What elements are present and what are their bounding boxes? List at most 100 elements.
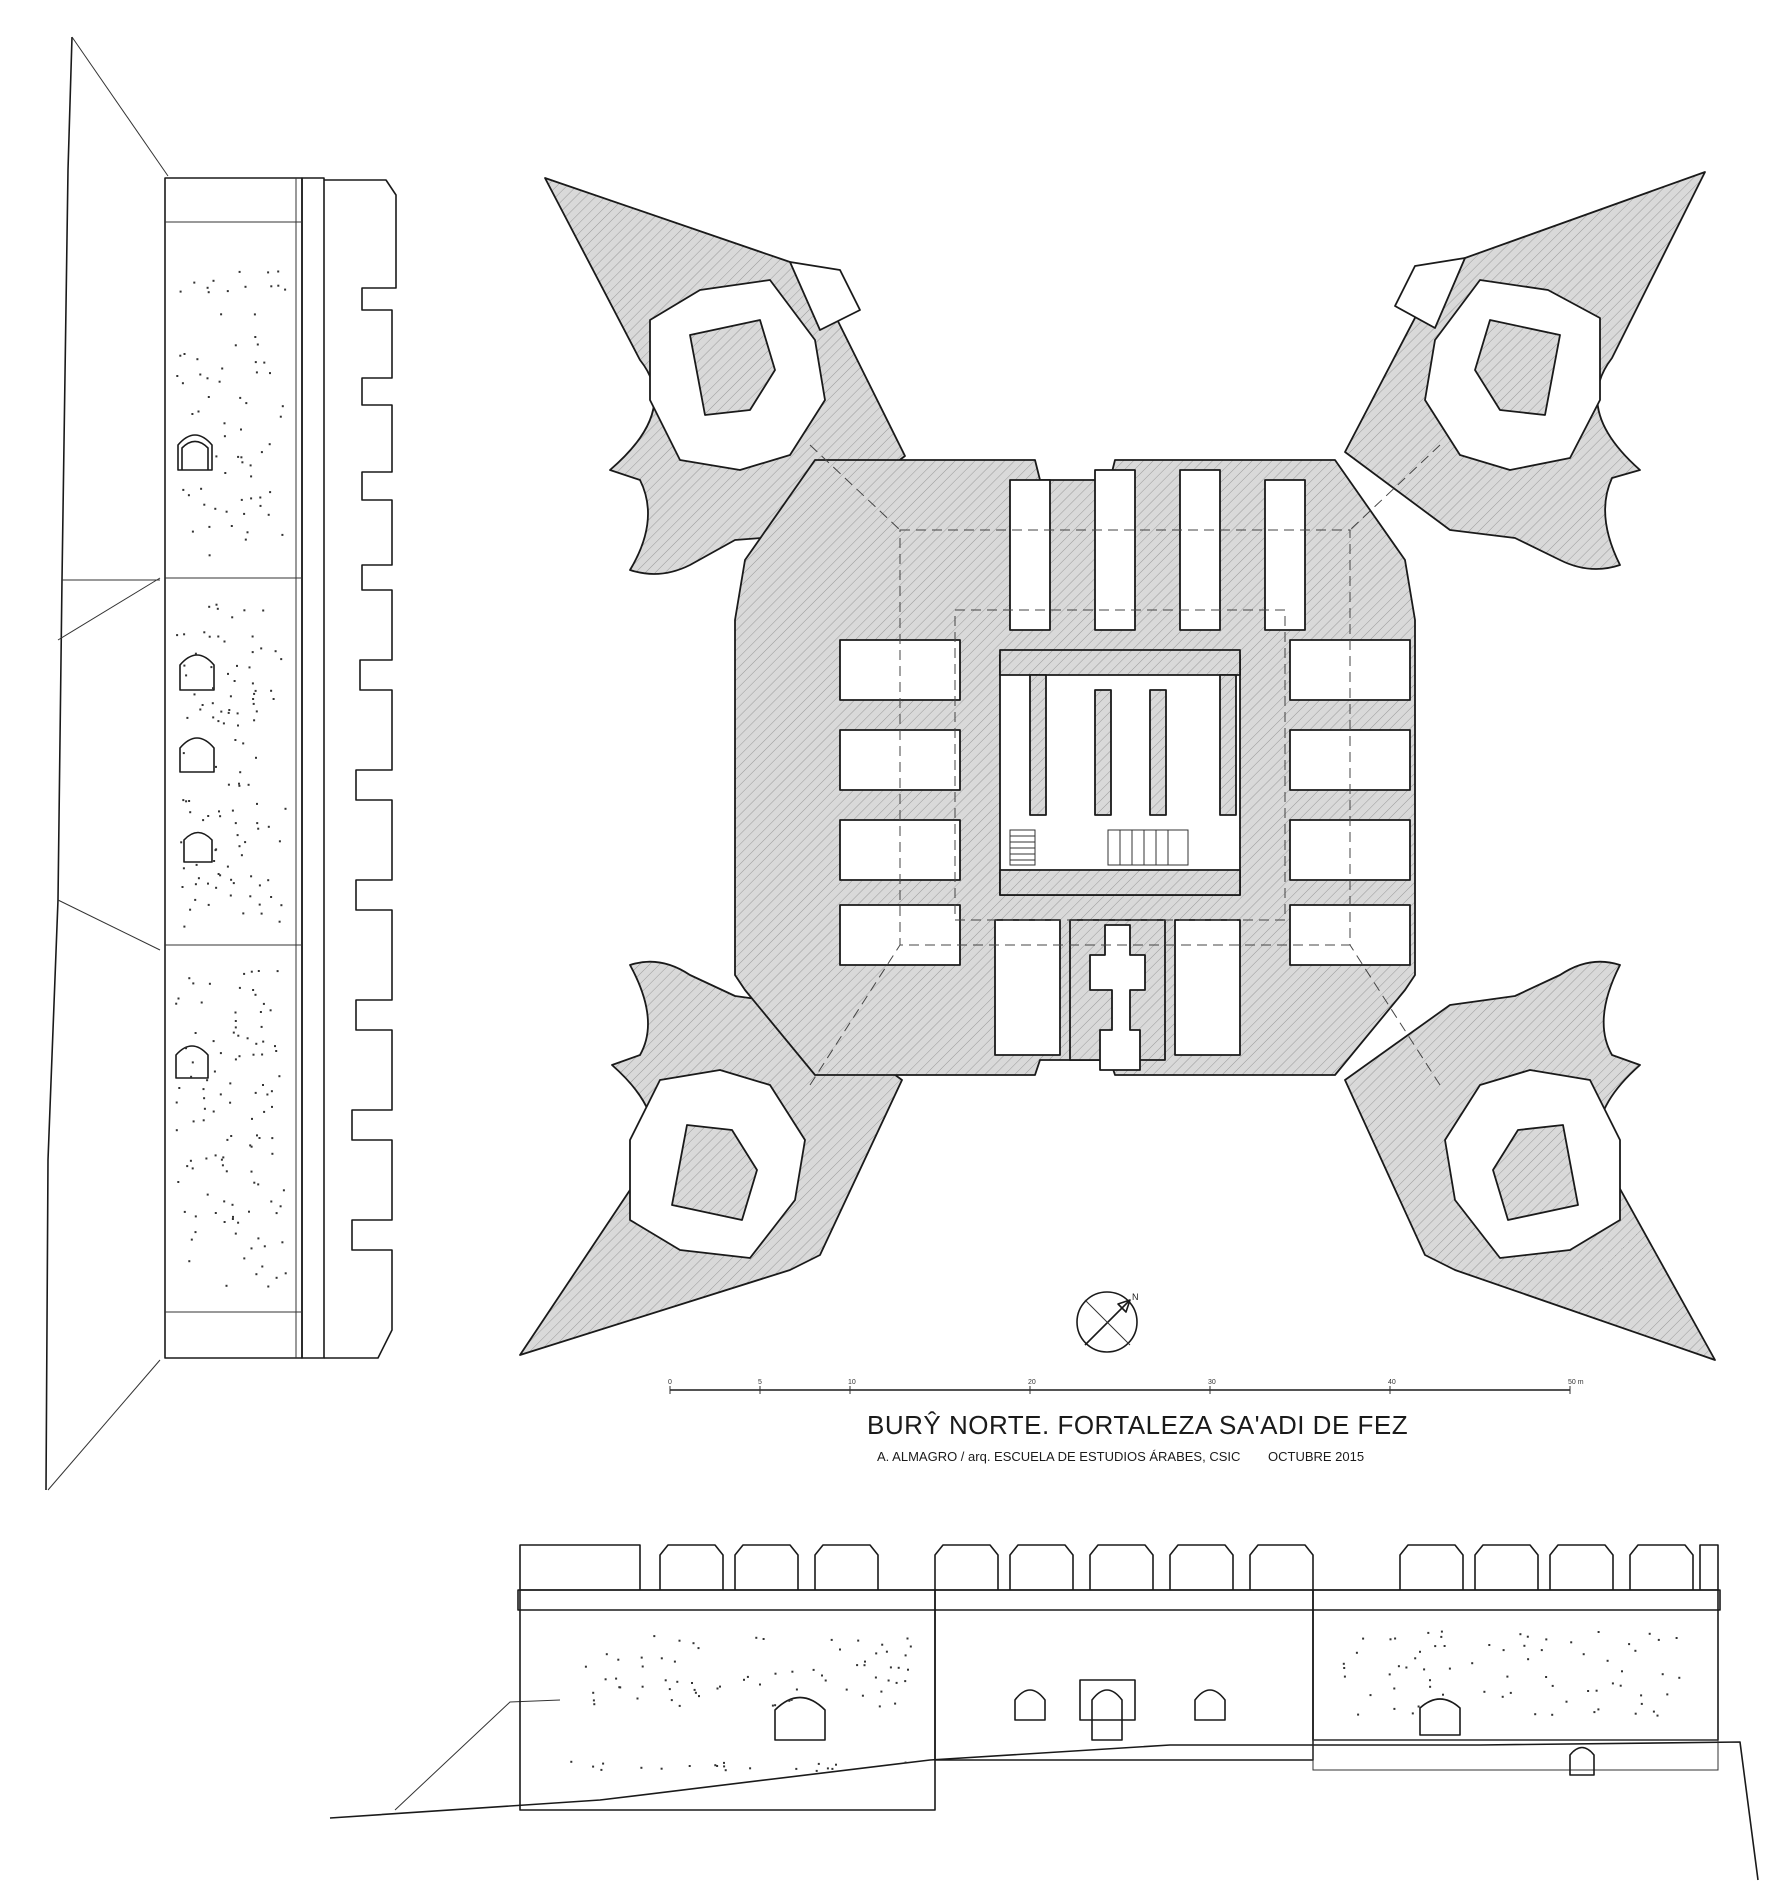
drawing-author: A. ALMAGRO / arq. ESCUELA DE ESTUDIOS ÁR…	[877, 1449, 1241, 1464]
putlog-hole	[1545, 1638, 1548, 1641]
putlog-hole	[267, 879, 270, 882]
merlon	[1629, 1544, 1694, 1590]
putlog-hole	[250, 875, 253, 878]
merlon	[1089, 1544, 1154, 1590]
putlog-hole	[1652, 1710, 1655, 1713]
front-elevation	[329, 1544, 1759, 1881]
putlog-hole	[278, 920, 281, 923]
putlog-hole	[250, 497, 253, 500]
putlog-hole	[1606, 1659, 1609, 1662]
putlog-hole	[250, 970, 253, 973]
stairs	[1009, 829, 1189, 866]
putlog-hole	[249, 1144, 252, 1147]
putlog-hole	[225, 510, 228, 513]
putlog-hole	[1509, 1691, 1512, 1694]
putlog-hole	[193, 281, 196, 284]
putlog-hole	[826, 1767, 829, 1770]
putlog-hole	[1570, 1641, 1573, 1644]
putlog-hole	[771, 1704, 774, 1707]
putlog-hole	[224, 472, 227, 474]
putlog-hole	[263, 361, 266, 364]
putlog-hole	[861, 1694, 864, 1697]
putlog-hole	[234, 1058, 237, 1061]
putlog-hole	[267, 825, 270, 828]
putlog-hole	[232, 1031, 235, 1034]
putlog-hole	[223, 1221, 226, 1223]
putlog-hole	[1471, 1662, 1474, 1665]
putlog-hole	[212, 687, 214, 690]
putlog-hole	[279, 1205, 282, 1208]
merlon	[1009, 1544, 1074, 1590]
putlog-hole	[255, 371, 258, 374]
drawing-date: OCTUBRE 2015	[1268, 1449, 1365, 1464]
putlog-hole	[270, 1200, 273, 1203]
putlog-hole	[238, 270, 241, 273]
putlog-hole	[1551, 1684, 1554, 1687]
scale-label: 20	[1028, 1379, 1036, 1386]
putlog-hole	[280, 658, 283, 661]
putlog-hole	[258, 884, 261, 887]
putlog-hole	[274, 1045, 276, 1048]
putlog-hole	[227, 711, 230, 714]
putlog-hole	[220, 1158, 223, 1161]
putlog-hole	[714, 1764, 717, 1767]
putlog-hole	[186, 1165, 189, 1168]
putlog-hole	[660, 1657, 663, 1660]
putlog-hole	[755, 1636, 758, 1639]
putlog-hole	[237, 724, 239, 727]
putlog-hole	[190, 1238, 193, 1241]
putlog-hole	[238, 986, 241, 989]
putlog-hole	[1355, 1651, 1358, 1654]
putlog-hole	[183, 664, 186, 667]
putlog-hole	[231, 616, 234, 619]
putlog-hole	[250, 1170, 253, 1173]
putlog-hole	[270, 285, 273, 288]
putlog-hole	[1434, 1645, 1437, 1648]
putlog-hole	[226, 1138, 229, 1141]
putlog-hole	[274, 650, 277, 653]
putlog-hole	[191, 1061, 194, 1064]
putlog-hole	[282, 1189, 285, 1192]
putlog-hole	[592, 1691, 595, 1694]
putlog-hole	[762, 1638, 765, 1640]
putlog-hole	[270, 896, 273, 898]
putlog-hole	[234, 1011, 237, 1014]
putlog-hole	[213, 1070, 216, 1073]
putlog-hole	[897, 1666, 900, 1669]
putlog-hole	[257, 970, 260, 972]
putlog-hole	[203, 503, 206, 506]
putlog-hole	[256, 822, 259, 825]
side-arch-openings	[175, 434, 215, 1079]
putlog-hole	[795, 1767, 798, 1770]
putlog-hole	[1405, 1666, 1408, 1669]
putlog-hole	[615, 1677, 618, 1680]
putlog-hole	[261, 1053, 264, 1056]
putlog-hole	[206, 377, 209, 380]
putlog-hole	[244, 285, 247, 288]
putlog-hole	[219, 1093, 222, 1096]
putlog-hole	[253, 692, 256, 695]
putlog-hole	[255, 1042, 258, 1045]
putlog-hole	[208, 525, 211, 528]
putlog-hole	[1628, 1643, 1631, 1646]
putlog-hole	[1411, 1712, 1414, 1715]
front-merlons	[519, 1544, 1719, 1590]
putlog-hole	[238, 845, 241, 848]
putlog-hole	[231, 1218, 234, 1220]
putlog-hole	[262, 609, 265, 612]
putlog-hole	[276, 970, 279, 973]
scale-label: 0	[668, 1379, 672, 1386]
putlog-hole	[697, 1647, 700, 1650]
putlog-hole	[691, 1682, 693, 1684]
merlon	[734, 1544, 799, 1590]
putlog-hole	[1551, 1713, 1554, 1716]
putlog-hole	[240, 428, 242, 431]
putlog-hole	[831, 1767, 834, 1770]
putlog-hole	[242, 742, 245, 745]
putlog-hole	[182, 799, 185, 802]
putlog-hole	[227, 783, 230, 786]
putlog-hole	[232, 1215, 234, 1218]
putlog-hole	[234, 739, 237, 741]
putlog-hole	[253, 719, 256, 722]
